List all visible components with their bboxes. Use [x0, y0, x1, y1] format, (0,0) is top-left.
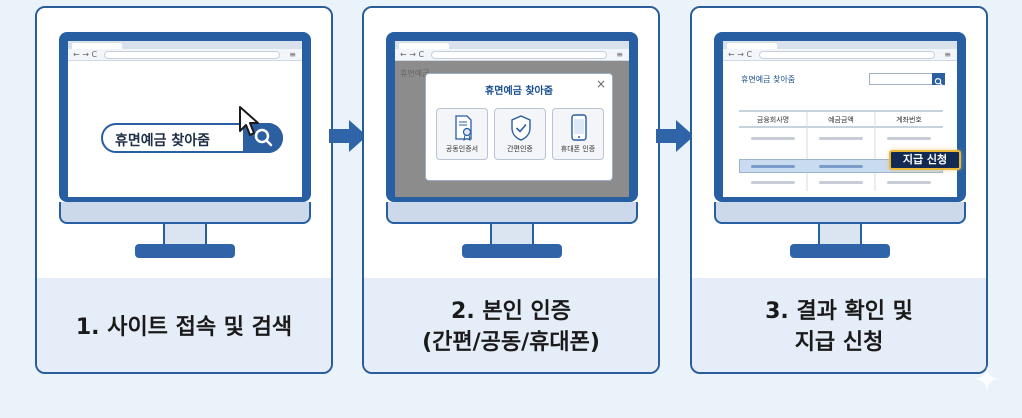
table-header-cell: 예금금액 [828, 116, 854, 124]
monitor-foot [135, 244, 235, 258]
browser-tab [399, 43, 449, 49]
step-3-caption: 3. 결과 확인 및 지급 신청 [692, 282, 986, 372]
monitor-bezel: ← → C ≡ 휴면예금 찾아줌 [714, 32, 966, 202]
auth-option-label: 간편인증 [507, 145, 533, 153]
auth-option-label: 휴대폰 인증 [560, 145, 596, 153]
search-text: 휴면예금 찾아줌 [115, 133, 211, 149]
monitor-foot [790, 244, 890, 258]
table-row-placeholder [887, 181, 931, 184]
step-1-panel: ← → C ≡ 휴면예금 찾아줌 [35, 6, 333, 374]
browser-nav-icons: ← → C [400, 50, 425, 59]
monitor-neck [818, 224, 862, 246]
browser-toolbar: ← → C ≡ [395, 49, 629, 61]
right-arrow-icon [329, 120, 367, 152]
auth-option-phone: 휴대폰 인증 [552, 108, 604, 160]
monitor-chin [714, 202, 966, 224]
mouse-cursor-icon [239, 106, 259, 136]
url-bar [431, 51, 607, 59]
monitor-bezel: ← → C ≡ 휴면예금 휴면예금 찾아줌 × [386, 32, 638, 202]
monitor-bezel: ← → C ≡ 휴면예금 찾아줌 [59, 32, 311, 202]
monitor-illustration: ← → C ≡ 휴면예금 찾아줌 [59, 32, 311, 262]
close-icon: × [595, 77, 606, 91]
site-label: 휴면예금 [400, 69, 430, 78]
monitor-chin [59, 202, 311, 224]
magnifier-icon [934, 77, 943, 86]
apply-button: 지급 신청 [889, 150, 961, 170]
table-row-placeholder [819, 165, 863, 168]
monitor-neck [490, 224, 534, 246]
shield-check-icon [511, 115, 531, 141]
step-2-panel: ← → C ≡ 휴면예금 휴면예금 찾아줌 × [362, 6, 660, 374]
table-header-cell: 계좌번호 [896, 116, 922, 124]
site-search-box [869, 73, 945, 86]
table-row-placeholder [751, 165, 795, 168]
site-title: 휴면예금 찾아줌 [741, 75, 796, 84]
sparkle-icon [974, 366, 1000, 392]
browser-menu-icon: ≡ [616, 50, 623, 59]
table-row-placeholder [887, 137, 931, 140]
right-arrow-icon [656, 120, 694, 152]
url-bar [104, 51, 280, 59]
monitor-illustration: ← → C ≡ 휴면예금 휴면예금 찾아줌 × [386, 32, 638, 262]
caption-line: 2. 본인 인증 [451, 299, 571, 324]
auth-option-certificate: 공동인증서 [436, 108, 488, 160]
browser-nav-icons: ← → C [728, 50, 753, 59]
panel-caption-area [364, 278, 658, 372]
caption-line: (간편/공동/휴대폰) [422, 330, 600, 355]
browser-toolbar: ← → C ≡ [68, 49, 302, 61]
browser-tabbar [395, 41, 629, 49]
panel-caption-area [692, 278, 986, 372]
certificate-icon [455, 115, 472, 141]
monitor-foot [462, 244, 562, 258]
monitor-neck [163, 224, 207, 246]
auth-dialog: 휴면예금 찾아줌 × 공동인증서 [425, 73, 613, 181]
url-bar [759, 51, 935, 59]
results-table-frame [739, 110, 943, 191]
smartphone-icon [571, 114, 587, 141]
step-3-panel: ← → C ≡ 휴면예금 찾아줌 [690, 6, 988, 374]
browser-nav-icons: ← → C [73, 50, 98, 59]
auth-option-simple: 간편인증 [494, 108, 546, 160]
step-2-caption: 2. 본인 인증 (간편/공동/휴대폰) [364, 282, 658, 372]
monitor-chin [386, 202, 638, 224]
browser-tabbar [723, 41, 957, 49]
table-row-placeholder [751, 137, 795, 140]
browser-tab [72, 43, 122, 49]
browser-screen: ← → C ≡ 휴면예금 찾아줌 [68, 41, 302, 197]
browser-tabbar [68, 41, 302, 49]
caption-line: 3. 결과 확인 및 [765, 299, 913, 324]
caption-line: 지급 신청 [794, 330, 884, 355]
magnifier-icon [254, 128, 273, 147]
table-row-placeholder [751, 181, 795, 184]
browser-menu-icon: ≡ [944, 50, 951, 59]
monitor-illustration: ← → C ≡ 휴면예금 찾아줌 [714, 32, 966, 262]
dialog-title: 휴면예금 찾아줌 [485, 86, 553, 97]
browser-tab [727, 43, 777, 49]
browser-screen: ← → C ≡ 휴면예금 찾아줌 [723, 41, 957, 197]
table-row-placeholder [819, 181, 863, 184]
auth-option-label: 공동인증서 [445, 145, 479, 153]
browser-toolbar: ← → C ≡ [723, 49, 957, 61]
table-header-cell: 금융회사명 [756, 116, 790, 124]
caption-line: 1. 사이트 접속 및 검색 [75, 314, 293, 340]
browser-screen: ← → C ≡ 휴면예금 휴면예금 찾아줌 × [395, 41, 629, 197]
site-search-button [932, 73, 945, 86]
table-row-placeholder [819, 137, 863, 140]
browser-menu-icon: ≡ [289, 50, 296, 59]
step-1-caption: 1. 사이트 접속 및 검색 [37, 282, 331, 372]
panel-caption-area [37, 278, 331, 372]
